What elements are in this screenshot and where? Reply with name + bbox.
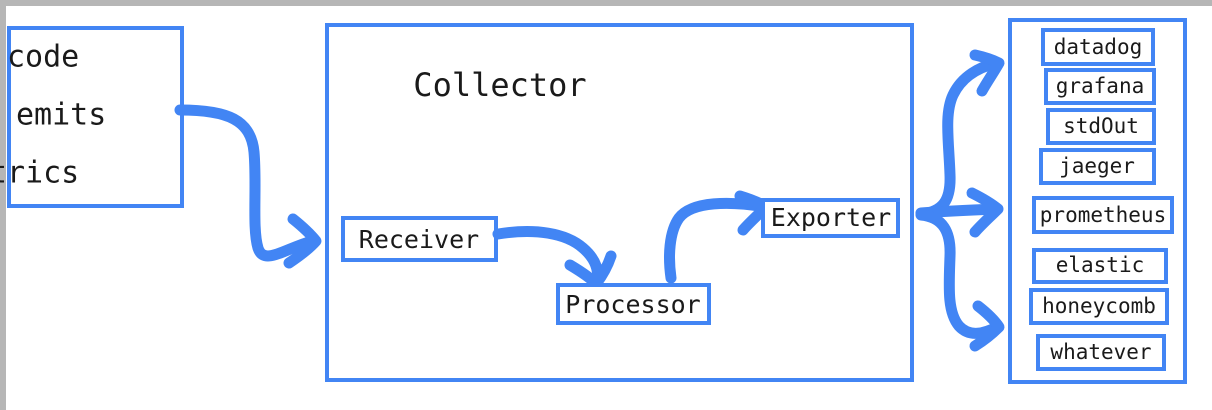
backend-stdout[interactable]: stdOut <box>1046 108 1156 145</box>
arrow-fan-down-head <box>969 300 1005 352</box>
go-code-source-rect <box>7 26 184 208</box>
backend-jaeger-label: jaeger <box>1059 154 1135 178</box>
backend-whatever-rect <box>1036 334 1166 371</box>
receiver-label: Receiver <box>359 225 479 254</box>
window-frame-left-edge <box>0 0 6 410</box>
go-code-source-box[interactable]: Go code that emits metrics <box>0 26 184 208</box>
backend-grafana[interactable]: grafana <box>1044 68 1156 105</box>
arrow-source-to-receiver-head <box>283 213 322 269</box>
collector-title: Collector <box>413 66 586 104</box>
backend-elastic[interactable]: elastic <box>1032 248 1168 284</box>
backend-datadog-rect <box>1041 28 1155 66</box>
backend-datadog[interactable]: datadog <box>1041 28 1155 66</box>
backend-jaeger-rect <box>1039 148 1156 185</box>
arrow-exporter-to-backends-up <box>915 49 1005 220</box>
processor-box[interactable]: Processor <box>556 283 711 325</box>
go-code-source-line-1: Go code <box>0 40 79 75</box>
go-code-source-line-2: that emits <box>0 98 106 133</box>
backend-prometheus[interactable]: prometheus <box>1032 196 1174 234</box>
backend-whatever[interactable]: whatever <box>1036 334 1166 371</box>
exporter-label: Exporter <box>771 203 891 232</box>
backend-datadog-label: datadog <box>1054 35 1143 59</box>
exporter-box[interactable]: Exporter <box>761 198 900 238</box>
backend-whatever-label: whatever <box>1050 340 1151 364</box>
arrow-source-to-receiver <box>174 104 322 269</box>
receiver-rect <box>341 216 498 262</box>
backend-grafana-label: grafana <box>1056 74 1145 98</box>
backend-jaeger[interactable]: jaeger <box>1039 148 1156 185</box>
arrow-fan-up-head <box>969 49 1005 97</box>
receiver-box[interactable]: Receiver <box>341 216 498 262</box>
backend-grafana-rect <box>1044 68 1156 105</box>
processor-rect <box>556 283 711 325</box>
window-frame-top-edge <box>0 0 1212 6</box>
arrow-source-to-receiver-shaft <box>174 104 318 262</box>
backend-honeycomb[interactable]: honeycomb <box>1029 288 1169 325</box>
go-code-source-line-3: metrics <box>0 156 79 191</box>
processor-label: Processor <box>565 290 700 319</box>
arrow-exporter-to-backends-down <box>915 209 1005 352</box>
backend-stdout-rect <box>1046 108 1156 145</box>
backend-stdout-label: stdOut <box>1063 114 1139 138</box>
backend-elastic-label: elastic <box>1056 253 1145 277</box>
backend-prometheus-rect <box>1032 196 1174 234</box>
exporter-rect <box>761 198 900 238</box>
arrow-processor-to-exporter-shaft <box>664 197 772 284</box>
arrow-fan-up-shaft <box>915 57 1002 220</box>
backend-honeycomb-rect <box>1029 288 1169 325</box>
arrow-fan-down-shaft <box>915 209 1003 339</box>
backend-elastic-rect <box>1032 248 1168 284</box>
arrow-receiver-to-processor-shaft <box>492 226 604 288</box>
backend-prometheus-label: prometheus <box>1040 203 1166 227</box>
arrow-fan-mid-head <box>966 187 1004 238</box>
backend-honeycomb-label: honeycomb <box>1042 294 1156 318</box>
